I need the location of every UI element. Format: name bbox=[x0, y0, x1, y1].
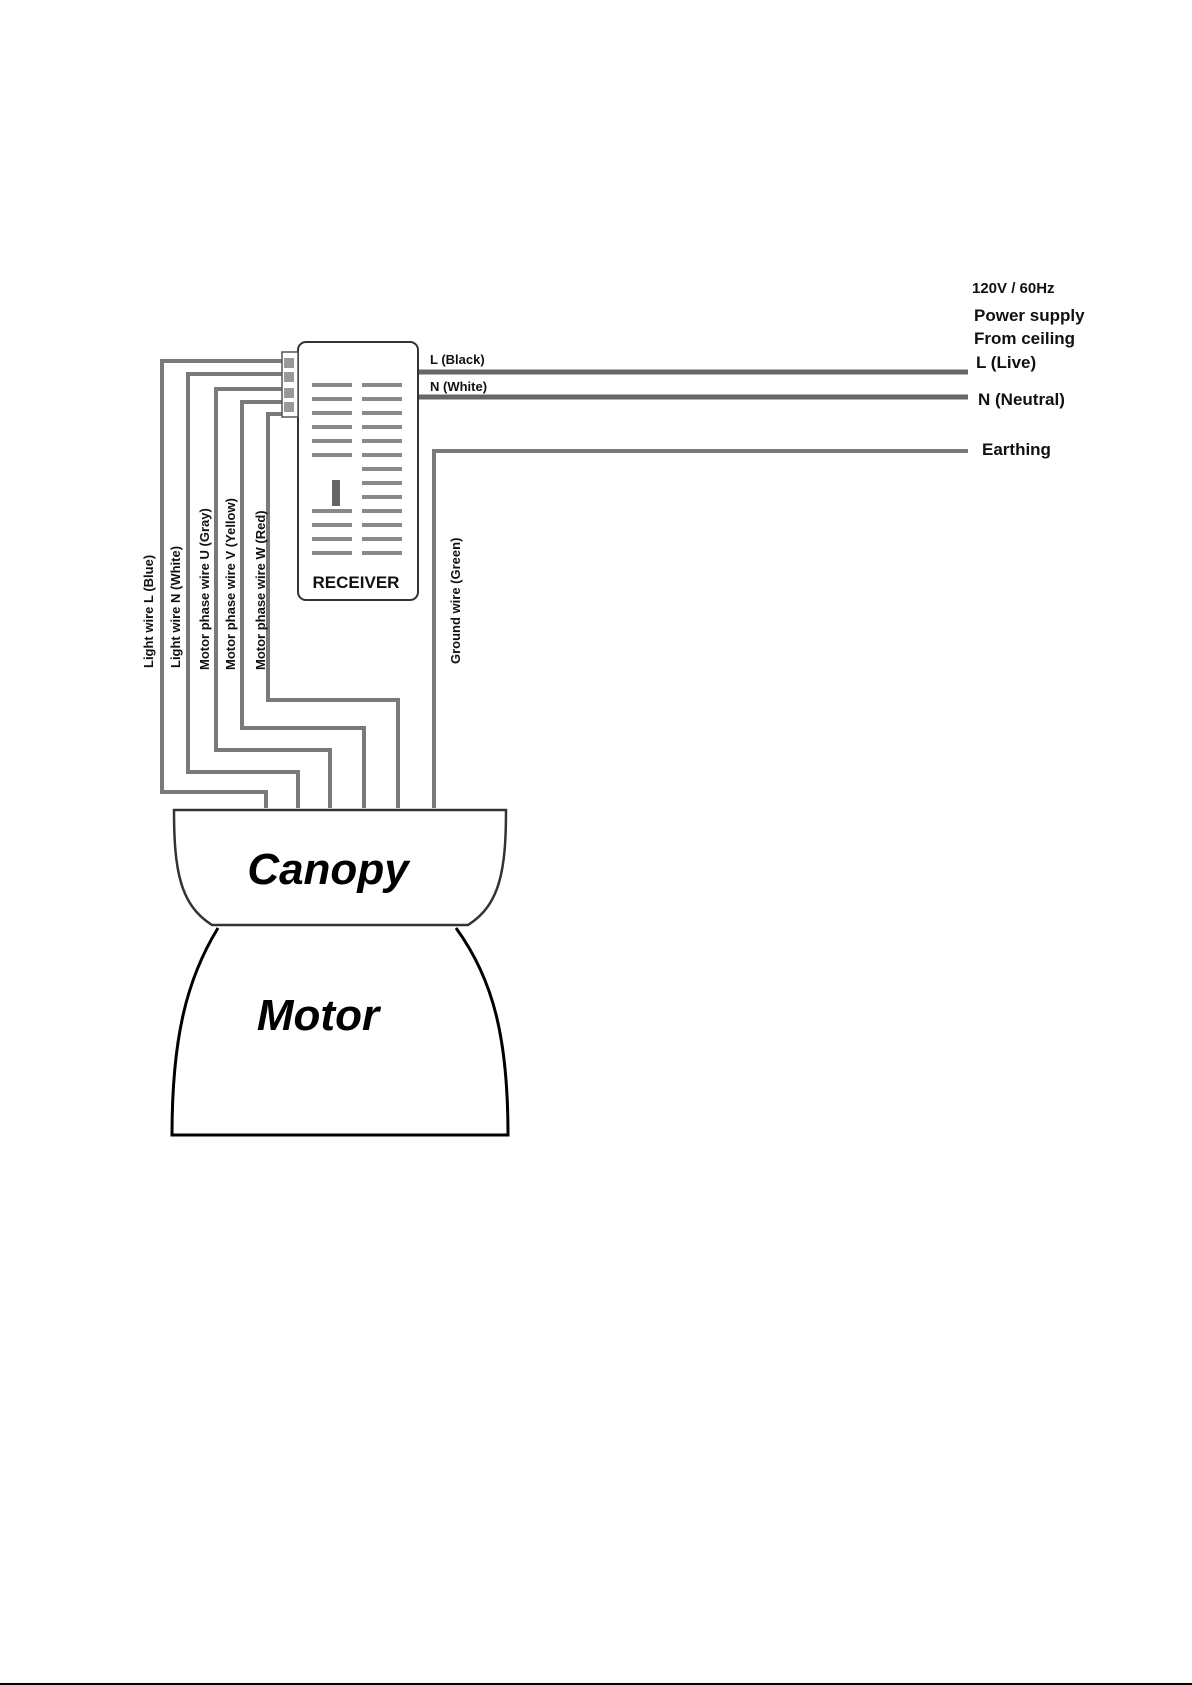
receiver-n-label: N (White) bbox=[430, 379, 487, 394]
light-wire-l-label: Light wire L (Blue) bbox=[141, 555, 156, 668]
motor-wire-v-label: Motor phase wire V (Yellow) bbox=[223, 498, 238, 670]
motor-wire-u-label: Motor phase wire U (Gray) bbox=[197, 508, 212, 670]
earthing-label: Earthing bbox=[982, 440, 1051, 459]
supply-voltage: 120V / 60Hz bbox=[972, 280, 1055, 297]
motor-label: Motor bbox=[257, 991, 382, 1040]
canopy-label: Canopy bbox=[247, 845, 411, 894]
supply-title: Power supply bbox=[974, 306, 1085, 325]
live-label: L (Live) bbox=[976, 353, 1036, 372]
supply-source: From ceiling bbox=[974, 329, 1075, 348]
receiver-box: RECEIVER bbox=[282, 342, 418, 600]
receiver-label: RECEIVER bbox=[313, 573, 400, 592]
neutral-label: N (Neutral) bbox=[978, 390, 1065, 409]
motor-wire-w-label: Motor phase wire W (Red) bbox=[253, 510, 268, 670]
receiver-l-label: L (Black) bbox=[430, 352, 485, 367]
receiver-indicator bbox=[332, 480, 340, 506]
ground-wire-label: Ground wire (Green) bbox=[448, 538, 463, 664]
ground-wire bbox=[434, 451, 968, 808]
light-wire-n-label: Light wire N (White) bbox=[168, 546, 183, 668]
